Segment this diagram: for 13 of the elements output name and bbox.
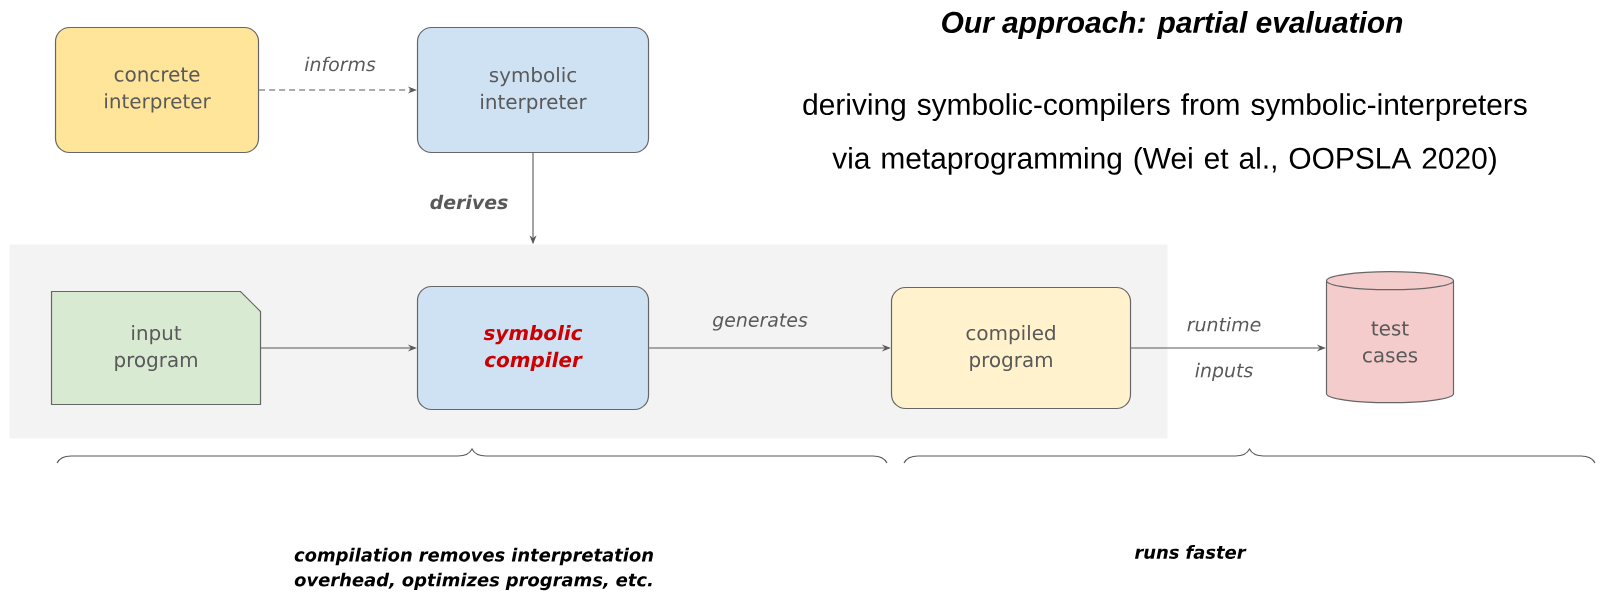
note: runs faster xyxy=(1134,545,1247,559)
process-box: symbolic compiler xyxy=(416,285,650,411)
database-cylinder: test cases xyxy=(1325,271,1455,404)
process-box: concrete interpreter xyxy=(54,26,260,154)
title: Our approach: partial evaluation xyxy=(942,11,1403,39)
edge-label: runtime inputs xyxy=(1187,316,1261,382)
edge-label: generates xyxy=(712,313,808,331)
subtitle: deriving symbolic-compilers from symbolic-interpreters via metaprogramming (Wei et al., OOPSLA 2020) xyxy=(803,93,1527,175)
note: compilation removes interpretation overhead, optimizes programs, etc. xyxy=(294,547,653,591)
edge-label: informs xyxy=(304,56,376,72)
process-box: symbolic interpreter xyxy=(416,26,650,154)
process-box: compiled program xyxy=(890,286,1132,410)
edge-label: derives xyxy=(430,194,508,210)
